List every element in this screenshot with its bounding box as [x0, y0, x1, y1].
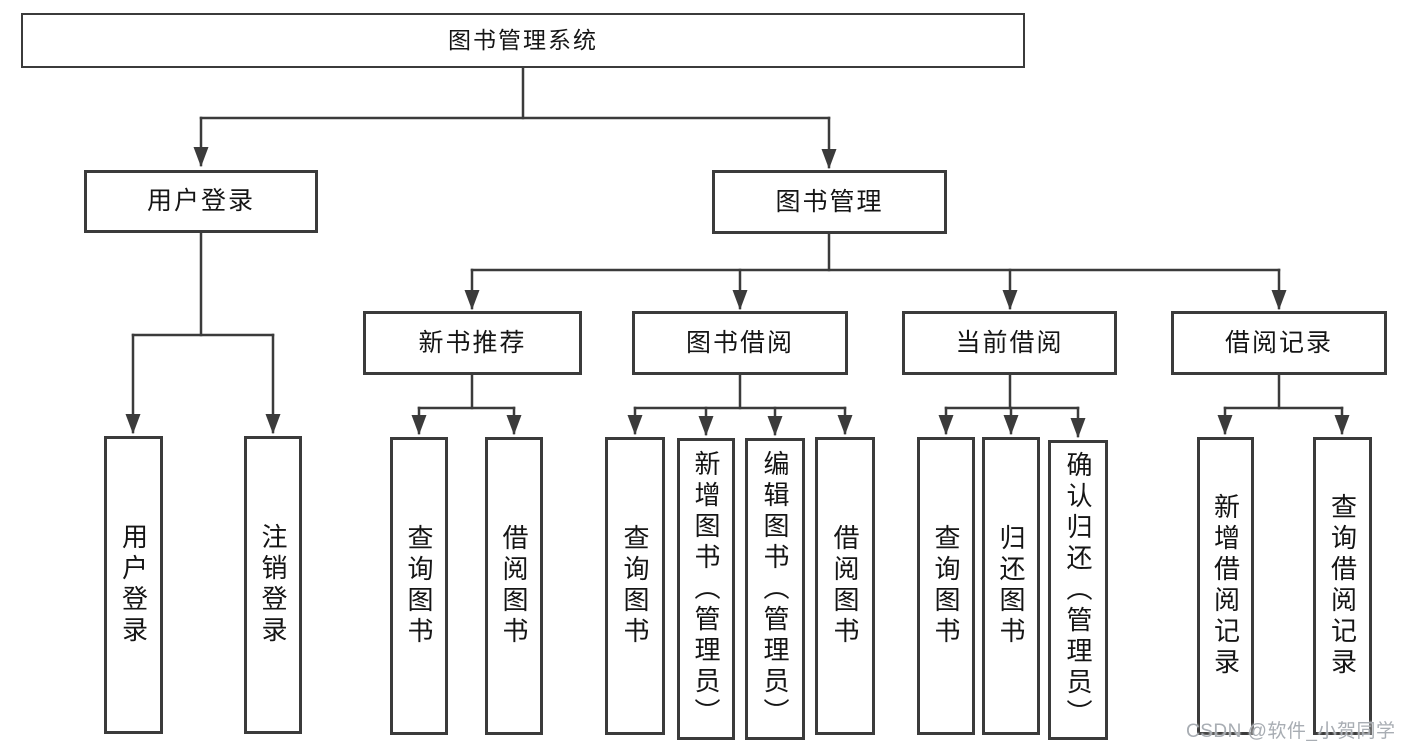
leaf-query-books-current: 查询图书	[917, 437, 975, 735]
node-book-management: 图书管理	[712, 170, 947, 234]
leaf-query-borrow-record: 查询借阅记录	[1313, 437, 1372, 735]
leaf-confirm-return-admin: 确认归还（管理员）	[1048, 440, 1108, 740]
leaf-query-books-borrow: 查询图书	[605, 437, 665, 735]
leaf-borrow-books-borrow: 借阅图书	[815, 437, 875, 735]
node-book-borrow: 图书借阅	[632, 311, 848, 375]
node-borrow-records: 借阅记录	[1171, 311, 1387, 375]
node-current-borrow: 当前借阅	[902, 311, 1117, 375]
node-user-login: 用户登录	[84, 170, 318, 233]
node-library-management-system: 图书管理系统	[21, 13, 1025, 68]
leaf-borrow-books-newbook: 借阅图书	[485, 437, 543, 735]
csdn-watermark: CSDN @软件_小贺同学	[1186, 721, 1396, 742]
leaf-query-books-newbook: 查询图书	[390, 437, 448, 735]
leaf-return-books: 归还图书	[982, 437, 1040, 735]
leaf-logout-login: 注销登录	[244, 436, 302, 734]
leaf-add-books-admin: 新增图书（管理员）	[677, 438, 735, 740]
leaf-add-borrow-record: 新增借阅记录	[1197, 437, 1254, 735]
node-new-book-recommend: 新书推荐	[363, 311, 582, 375]
leaf-user-login: 用户登录	[104, 436, 163, 734]
leaf-edit-books-admin: 编辑图书（管理员）	[745, 438, 805, 740]
